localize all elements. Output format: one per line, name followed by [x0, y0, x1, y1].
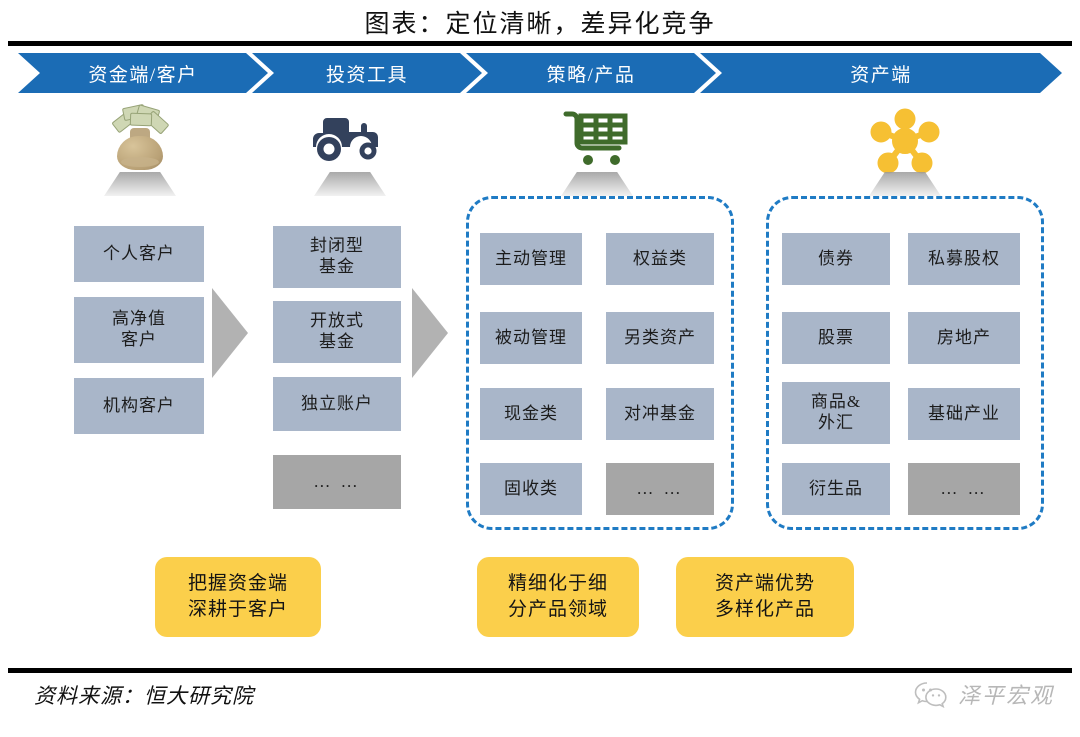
icon-shadow: [561, 172, 633, 196]
box-label: 基础产业: [928, 403, 1000, 423]
box-label: 房地产: [937, 327, 991, 347]
strategy-left-2[interactable]: 现金类: [480, 388, 582, 440]
icon-shadow: [104, 172, 176, 196]
box-label: … …: [940, 478, 988, 498]
shopping-cart-icon: [561, 108, 633, 173]
stage-chevron-label: 策略/产品: [546, 64, 636, 86]
box-label: … …: [636, 478, 684, 498]
box-label: 主动管理: [495, 248, 567, 268]
funding-item-0[interactable]: 个人客户: [74, 226, 204, 282]
stage-chevron-label: 资产端: [850, 64, 912, 86]
money-bag-icon: [109, 103, 171, 170]
box-label: 对冲基金: [624, 403, 696, 423]
callout-strategy[interactable]: 精细化于细 分产品领域: [477, 557, 639, 637]
strategy-group-outline: [466, 196, 734, 530]
source-note: 资料来源：恒大研究院: [34, 684, 254, 708]
watermark: 泽平宏观: [914, 678, 1054, 710]
stage-chevron-band: 资金端/客户 投资工具 策略/产品 资产端: [18, 53, 1062, 93]
stage-chevron-assets[interactable]: 资产端: [700, 53, 1062, 93]
strategy-right-0[interactable]: 权益类: [606, 233, 714, 285]
callout-label: 精细化于细 分产品领域: [507, 573, 608, 620]
funding-item-1[interactable]: 高净值 客户: [74, 297, 204, 363]
box-label: 现金类: [504, 403, 558, 423]
box-label: 封闭型 基金: [310, 236, 364, 276]
box-label: 开放式 基金: [310, 311, 364, 351]
top-divider: [8, 41, 1072, 46]
assets-left-3[interactable]: 衍生品: [782, 463, 890, 515]
box-label: 另类资产: [624, 327, 696, 347]
assets-left-0[interactable]: 债券: [782, 233, 890, 285]
watermark-label: 泽平宏观: [957, 683, 1054, 708]
bottom-divider: [8, 668, 1072, 673]
callout-label: 资产端优势 多样化产品: [714, 573, 815, 620]
wechat-icon: [914, 682, 947, 708]
stage-chevron-label: 资金端/客户: [88, 64, 198, 86]
funding-item-2[interactable]: 机构客户: [74, 378, 204, 434]
icon-slot-tools: [290, 108, 410, 196]
assets-group-outline: [766, 196, 1044, 530]
strategy-left-3[interactable]: 固收类: [480, 463, 582, 515]
page-title: 图表：定位清晰，差异化竞争: [364, 11, 716, 38]
assets-left-1[interactable]: 股票: [782, 312, 890, 364]
strategy-right-1[interactable]: 另类资产: [606, 312, 714, 364]
assets-right-1[interactable]: 房地产: [908, 312, 1020, 364]
tools-item-0[interactable]: 封闭型 基金: [273, 226, 401, 288]
box-label: 固收类: [504, 478, 558, 498]
strategy-right-more[interactable]: … …: [606, 463, 714, 515]
stage-chevron-label: 投资工具: [325, 64, 408, 86]
box-label: 衍生品: [809, 478, 863, 498]
tools-item-2[interactable]: 独立账户: [273, 377, 401, 431]
box-label: 商品& 外汇: [810, 392, 862, 432]
box-label: 个人客户: [103, 243, 175, 263]
callout-funding[interactable]: 把握资金端 深耕于客户: [155, 557, 321, 637]
assets-left-2[interactable]: 商品& 外汇: [782, 382, 890, 444]
callout-label: 把握资金端 深耕于客户: [187, 573, 288, 620]
tools-item-more[interactable]: … …: [273, 455, 401, 509]
stage-chevron-strategy[interactable]: 策略/产品: [466, 53, 716, 93]
network-hub-icon: [870, 108, 940, 179]
box-label: 被动管理: [495, 327, 567, 347]
strategy-left-0[interactable]: 主动管理: [480, 233, 582, 285]
flow-arrow-1: [212, 288, 248, 378]
tractor-icon: [311, 108, 389, 169]
icon-shadow: [314, 172, 386, 196]
box-label: 权益类: [633, 248, 687, 268]
tools-item-1[interactable]: 开放式 基金: [273, 301, 401, 363]
assets-right-more[interactable]: … …: [908, 463, 1020, 515]
stage-chevron-funding[interactable]: 资金端/客户: [18, 53, 268, 93]
box-label: … …: [313, 471, 361, 491]
box-label: 高净值 客户: [112, 309, 166, 349]
box-label: 债券: [818, 248, 854, 268]
icon-slot-assets: [845, 108, 965, 196]
box-label: 股票: [818, 327, 854, 347]
strategy-left-1[interactable]: 被动管理: [480, 312, 582, 364]
box-label: 私募股权: [928, 248, 1000, 268]
assets-right-2[interactable]: 基础产业: [908, 388, 1020, 440]
box-label: 机构客户: [103, 395, 175, 415]
strategy-right-2[interactable]: 对冲基金: [606, 388, 714, 440]
stage-chevron-tools[interactable]: 投资工具: [252, 53, 482, 93]
callout-assets[interactable]: 资产端优势 多样化产品: [676, 557, 854, 637]
icon-slot-strategy: [537, 108, 657, 196]
assets-right-0[interactable]: 私募股权: [908, 233, 1020, 285]
icon-slot-funding: [80, 103, 200, 196]
box-label: 独立账户: [301, 393, 373, 413]
flow-arrow-2: [412, 288, 448, 378]
